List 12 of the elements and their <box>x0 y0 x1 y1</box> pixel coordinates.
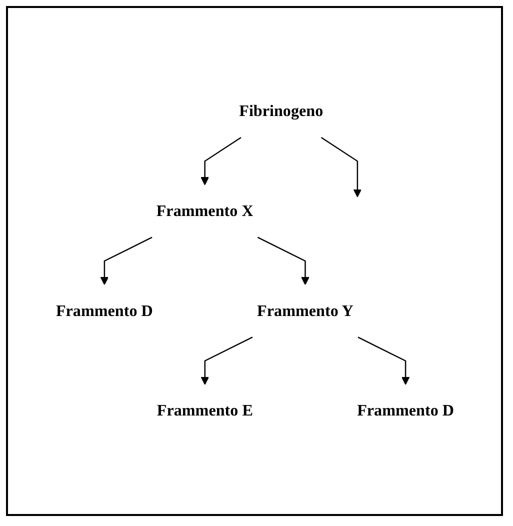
arrow <box>200 336 252 385</box>
node-label: Frammento Y <box>256 300 353 322</box>
arrow <box>256 236 309 286</box>
node-label: Fibrinogeno <box>238 101 323 122</box>
node-label: Frammento X <box>156 200 253 222</box>
node-label: Frammento D <box>356 400 454 422</box>
arrow <box>100 236 152 286</box>
arrow <box>320 136 362 198</box>
node-label: Frammento D <box>55 300 152 322</box>
node-label: Frammento E <box>156 400 252 422</box>
arrow <box>357 336 410 385</box>
arrow <box>200 136 241 186</box>
